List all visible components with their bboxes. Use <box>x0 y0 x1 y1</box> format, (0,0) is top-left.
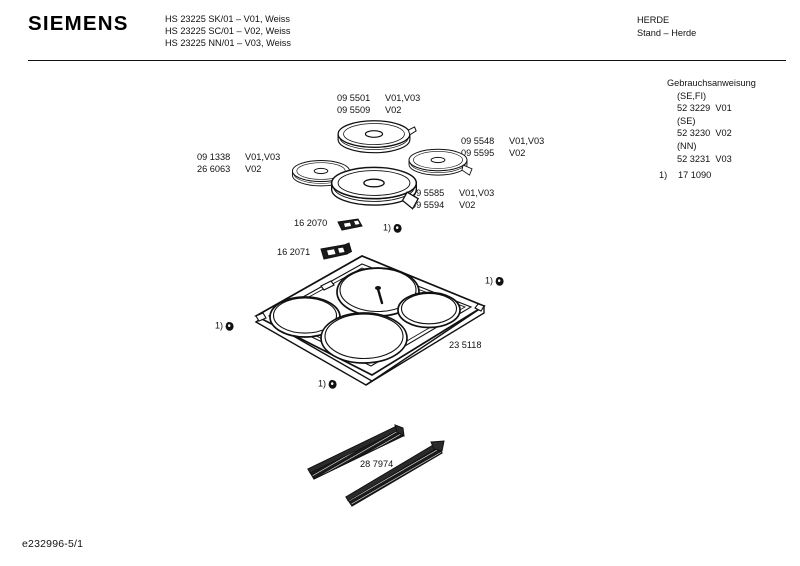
code-09-5595: 09 5595 <box>461 148 495 159</box>
label-hotplate-top: 09 5501 V01,V03 09 5509 V02 <box>337 92 420 117</box>
manual-entry-1-variant: V01 <box>715 103 732 114</box>
callout-screw-bottom-marker: 1) <box>318 378 327 389</box>
manual-region-1: (SE,FI) <box>677 90 707 101</box>
footnote-reference: 1) 17 1090 <box>659 170 711 180</box>
callout-screw-top: 1) <box>383 222 403 234</box>
label-hotplate-small-left: 09 1338 V01,V03 26 6063 V02 <box>197 151 280 176</box>
screw-icon <box>327 378 338 390</box>
screw-icon <box>224 320 235 332</box>
footnote-code: 17 1090 <box>678 170 712 180</box>
variant-09-5509: V02 <box>385 105 402 116</box>
callout-screw-left: 1) <box>215 320 235 332</box>
label-hotplate-right: 09 5548 V01,V03 09 5595 V02 <box>461 135 544 160</box>
label-hotplate-right-line1: 09 5548 V01,V03 <box>461 135 544 147</box>
document-footer-code: e232996-5/1 <box>22 538 84 550</box>
label-hotplate-large-line1: 09 5585 V01,V03 <box>411 187 494 199</box>
variant-26-6063: V02 <box>245 164 262 175</box>
manual-entry-2: 52 3230 V02 <box>667 127 756 140</box>
variant-09-5594: V02 <box>459 200 476 211</box>
code-09-5501: 09 5501 <box>337 93 371 103</box>
siemens-logo: SIEMENS <box>28 12 129 35</box>
header-divider <box>28 60 786 61</box>
label-hotplate-right-line2: 09 5595 V02 <box>461 147 544 159</box>
variant-09-5501: V01,V03 <box>385 93 421 103</box>
variant-09-5585: V01,V03 <box>459 188 495 198</box>
part-hotplate-top-art <box>337 120 417 154</box>
manual-entry-2-variant: V02 <box>715 128 732 139</box>
part-hotplate-large-art <box>330 166 420 210</box>
manual-list: Gebrauchsanweisung (SE,FI) 52 3229 V01 (… <box>667 77 756 165</box>
manual-region-2: (SE) <box>677 115 696 126</box>
manual-entry-3: 52 3231 V03 <box>667 153 756 166</box>
code-26-6063: 26 6063 <box>197 164 231 175</box>
code-09-5585: 09 5585 <box>411 188 445 198</box>
manual-entry-1-code: 52 3229 <box>677 103 711 114</box>
callout-screw-left-marker: 1) <box>215 320 224 331</box>
label-hotplate-top-line2: 09 5509 V02 <box>337 104 420 116</box>
part-clip-upper-art <box>337 218 363 231</box>
label-rails: 28 7974 <box>360 459 394 469</box>
part-cooktop-panel-art <box>254 255 486 386</box>
manual-entry-2-code: 52 3230 <box>677 128 711 139</box>
label-hotplate-small-left-line1: 09 1338 V01,V03 <box>197 151 280 163</box>
code-09-1338: 09 1338 <box>197 152 231 162</box>
manual-entry-1: 52 3229 V01 <box>667 102 756 115</box>
category-heading: HERDE Stand – Herde <box>637 14 696 40</box>
label-hotplate-small-left-line2: 26 6063 V02 <box>197 163 280 175</box>
code-09-5548: 09 5548 <box>461 136 495 146</box>
code-09-5509: 09 5509 <box>337 105 371 116</box>
category-subtitle: Stand – Herde <box>637 28 697 38</box>
manual-region-3: (NN) <box>677 140 697 151</box>
manual-title: Gebrauchsanweisung <box>667 78 756 88</box>
model-line-3: HS 23225 NN/01 – V03, Weiss <box>165 38 291 49</box>
model-line-2: HS 23225 SC/01 – V02, Weiss <box>165 26 291 37</box>
label-hotplate-large-line2: 09 5594 V02 <box>411 199 494 211</box>
callout-screw-right: 1) <box>485 275 505 287</box>
variant-09-1338: V01,V03 <box>245 152 281 162</box>
callout-screw-top-marker: 1) <box>383 222 392 233</box>
model-list: HS 23225 SK/01 – V01, Weiss HS 23225 SC/… <box>165 13 291 50</box>
callout-screw-bottom: 1) <box>318 378 338 390</box>
label-cooktop-panel: 23 5118 <box>449 340 482 350</box>
label-hotplate-top-line1: 09 5501 V01,V03 <box>337 92 420 104</box>
category-title: HERDE <box>637 15 670 25</box>
code-09-5594: 09 5594 <box>411 200 445 211</box>
footnote-marker: 1) <box>659 170 668 180</box>
variant-09-5595: V02 <box>509 148 526 159</box>
label-hotplate-large: 09 5585 V01,V03 09 5594 V02 <box>411 187 494 212</box>
screw-icon <box>392 222 403 234</box>
manual-entry-3-code: 52 3231 <box>677 153 711 164</box>
label-clip-upper: 16 2070 <box>294 218 328 228</box>
part-clip-lower-art <box>320 242 353 260</box>
screw-icon <box>494 275 505 287</box>
part-hotplate-small-left-art <box>291 159 357 187</box>
model-line-1: HS 23225 SK/01 – V01, Weiss <box>165 14 290 24</box>
manual-entry-3-variant: V03 <box>715 153 732 164</box>
callout-screw-right-marker: 1) <box>485 275 494 286</box>
variant-09-5548: V01,V03 <box>509 136 545 146</box>
label-clip-lower: 16 2071 <box>277 247 311 257</box>
